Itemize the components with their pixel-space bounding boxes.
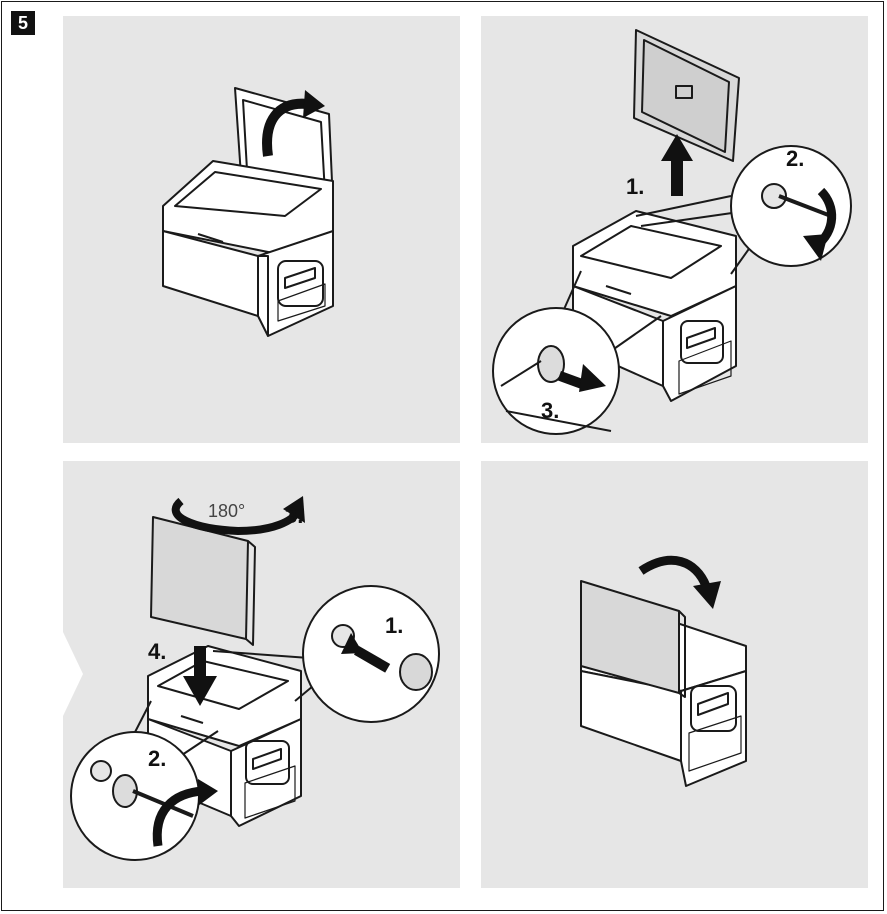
step-label-1: 1.	[385, 613, 403, 638]
lid-removal-illustration: 1. 2. 3.	[481, 16, 868, 443]
panel-transition-arrow	[461, 632, 481, 716]
lift-lid-arrow	[671, 156, 683, 196]
close-lid-arrow	[641, 560, 706, 586]
step-number-badge: 5	[11, 11, 35, 35]
step-label-2: 2.	[148, 746, 166, 771]
panel-transition-arrow	[461, 187, 481, 271]
panel-open-lid	[63, 16, 460, 443]
lower-lid-arrow	[194, 646, 206, 681]
cooler-open-illustration	[63, 16, 460, 443]
cooler-closing-illustration	[481, 461, 868, 888]
panel-close-lid	[481, 461, 868, 888]
fixing-knob	[400, 654, 432, 690]
step-label-1: 1.	[626, 174, 644, 199]
panel-remove-lid: 1. 2. 3.	[481, 16, 868, 443]
panel-rotate-refit-lid: 180° 3. 4. 1. 2.	[63, 461, 460, 888]
lid-refit-illustration: 180° 3. 4. 1. 2.	[63, 461, 460, 888]
panel-transition-arrow	[63, 632, 83, 716]
rotation-degrees-label: 180°	[208, 501, 245, 521]
step-label-4: 4.	[148, 639, 166, 664]
step-label-2: 2.	[786, 146, 804, 171]
step-label-3: 3.	[541, 398, 559, 423]
step-label-3: 3.	[285, 503, 303, 528]
